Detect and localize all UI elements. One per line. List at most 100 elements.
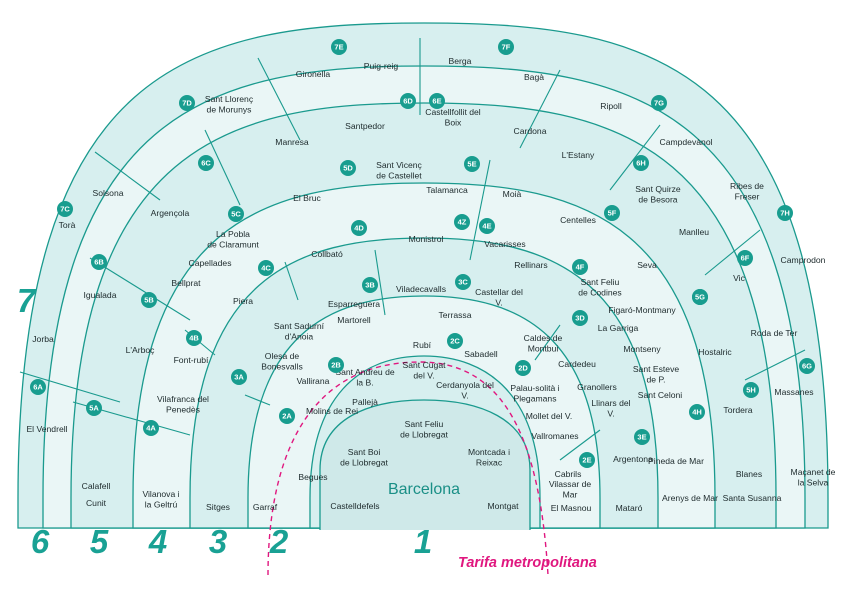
zone-badge-4d: 4D: [351, 220, 367, 236]
town-baga: Bagà: [524, 72, 544, 82]
ring-number-7: 7: [17, 282, 37, 319]
town-igualada: Igualada: [84, 290, 117, 300]
town-martorell: Martorell: [337, 315, 371, 325]
sector-divider: [744, 349, 806, 381]
ring-number-4: 4: [148, 523, 167, 560]
zone-badge-circle: [86, 400, 102, 416]
town-centelles: Centelles: [560, 215, 596, 225]
ring-number-5: 5: [90, 523, 109, 560]
town-puig-reig: Puig-reig: [364, 61, 399, 71]
zone-code-label: 4E: [482, 222, 491, 231]
zone-badge-4a: 4A: [143, 420, 159, 436]
zone-badge-circle: [328, 357, 344, 373]
zone-badge-6e: 6E: [429, 93, 445, 109]
zone-badge-circle: [331, 39, 347, 55]
town-hostalric: Hostalric: [698, 347, 732, 357]
zone-badge-3a: 3A: [231, 369, 247, 385]
zone-badge-circle: [231, 369, 247, 385]
zone-code-label: 7G: [654, 99, 664, 108]
town-talamanca: Talamanca: [426, 185, 468, 195]
town-argencola: Argençola: [151, 208, 190, 218]
town-santa-susanna: Santa Susanna: [723, 493, 782, 503]
zone-badge-6c: 6C: [198, 155, 214, 171]
zone-badge-circle: [799, 358, 815, 374]
zone-badge-4c: 4C: [258, 260, 274, 276]
zone-code-label: 2C: [450, 337, 460, 346]
zone-code-label: 2E: [582, 456, 591, 465]
zone-badges: 2A2B2C2D2E3A3B3C3D3E4A4B4C4D4Z4E4F4G4H5A…: [30, 39, 815, 468]
zone-badge-circle: [30, 379, 46, 395]
town-sabadell: Sabadell: [464, 349, 498, 359]
zone-code-label: 2B: [331, 361, 341, 370]
zone-badge-circle: [633, 155, 649, 171]
zone-code-label: 4C: [261, 264, 271, 273]
zone-badge-circle: [692, 289, 708, 305]
town-montgat: Montgat: [487, 501, 519, 511]
sector-divider: [609, 124, 661, 191]
zone-code-label: 4Z: [458, 218, 467, 227]
zone-badge-7g: 7G: [651, 95, 667, 111]
zone-badge-6b: 6B: [91, 254, 107, 270]
zone-badge-circle: [351, 220, 367, 236]
zone-badge-circle: [400, 93, 416, 109]
town-tordera: Tordera: [723, 405, 752, 415]
town-bellprat: Bellprat: [171, 278, 201, 288]
sector-divider: [534, 324, 561, 361]
town-esparreguera: Esparreguera: [328, 299, 380, 309]
zone-badge-2b: 2B: [328, 357, 344, 373]
town-argentona: Argentona: [613, 454, 653, 464]
town-mollet-del-v: Mollet del V.: [526, 411, 573, 421]
zone-code-label: 6G: [802, 362, 812, 371]
zone-badge-3b: 3B: [362, 277, 378, 293]
zone-badge-4b: 4B: [186, 330, 202, 346]
zone-badge-5b: 5B: [141, 292, 157, 308]
zone-badge-circle: [689, 404, 705, 420]
zone-code-label: 5H: [746, 386, 756, 395]
town-massanes: Massanes: [774, 387, 813, 397]
fare-rings: [0, 22, 850, 606]
sector-divider: [519, 69, 561, 149]
zone-code-label: 3B: [365, 281, 375, 290]
center-title: Barcelona: [388, 481, 460, 498]
zone-badge-5c: 5C: [228, 206, 244, 222]
town-blanes: Blanes: [736, 469, 762, 479]
ring-number-1: 1: [414, 523, 432, 560]
zone-badge-circle: [143, 420, 159, 436]
town-moia: Moià: [503, 189, 522, 199]
town-la-garriga: La Garriga: [598, 323, 639, 333]
zone-badge-6f: 6F: [737, 250, 753, 266]
sector-divider: [704, 229, 761, 276]
sector-divider: [89, 257, 191, 321]
town-manlleu: Manlleu: [679, 227, 709, 237]
zone-code-label: 3A: [234, 373, 244, 382]
zone-badge-4z: 4Z: [454, 214, 470, 230]
town-solsona: Solsona: [92, 188, 123, 198]
town-vallromanes: Vallromanes: [531, 431, 578, 441]
zone-badge-circle: [258, 260, 274, 276]
town-palleja: Pallejà: [352, 397, 378, 407]
zone-code-label: 5C: [231, 210, 241, 219]
ring-number-3: 3: [209, 523, 227, 560]
metropolitan-tariff-label: Tarifa metropolitana: [458, 555, 597, 571]
sector-divider: [19, 371, 121, 403]
zone-badge-circle: [179, 95, 195, 111]
town-santpedor: Santpedor: [345, 121, 385, 131]
zone-code-label: 7H: [780, 209, 790, 218]
zone-badge-circle: [479, 218, 495, 234]
town-capellades: Capellades: [189, 258, 232, 268]
town-camprodon: Camprodon: [781, 255, 826, 265]
town-l-arboc: L'Arboç: [126, 345, 156, 355]
zone-badge-circle: [498, 39, 514, 55]
zone-badge-6g: 6G: [799, 358, 815, 374]
town-calafell: Calafell: [82, 481, 111, 491]
zone-code-label: 2D: [518, 364, 528, 373]
